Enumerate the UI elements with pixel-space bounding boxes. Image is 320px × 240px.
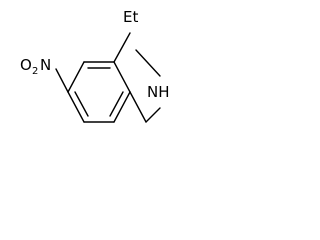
molecule-diagram: Et NH O 2 N xyxy=(20,8,170,123)
bond-c3-c4 xyxy=(129,91,147,123)
benzene-ring xyxy=(67,61,131,123)
bond-n2-c3 xyxy=(145,107,161,123)
bond-c4a-c5 xyxy=(113,91,131,123)
bond-c8a-c4a xyxy=(113,61,131,93)
nitro-nitrogen-label: N xyxy=(40,56,51,74)
nitro-oxygen-label: O xyxy=(20,56,32,74)
structure-canvas: Et NH O 2 N xyxy=(0,0,243,153)
nitro-subscript-label: 2 xyxy=(32,66,38,77)
bond-c7-nitro xyxy=(55,68,69,93)
double-bond-c4a-c5 xyxy=(109,91,124,117)
ethyl-label: Et xyxy=(123,8,138,26)
bond-c1-n2 xyxy=(135,49,161,77)
bond-c8a-c1 xyxy=(113,32,131,63)
bond-c6-c7 xyxy=(67,91,85,123)
nitro-group-label: O 2 N xyxy=(20,56,51,77)
amine-label: NH xyxy=(147,83,170,101)
piperidine-ring xyxy=(113,32,161,123)
bond-c7-c8 xyxy=(67,61,85,93)
double-bond-c6-c7 xyxy=(74,91,89,117)
